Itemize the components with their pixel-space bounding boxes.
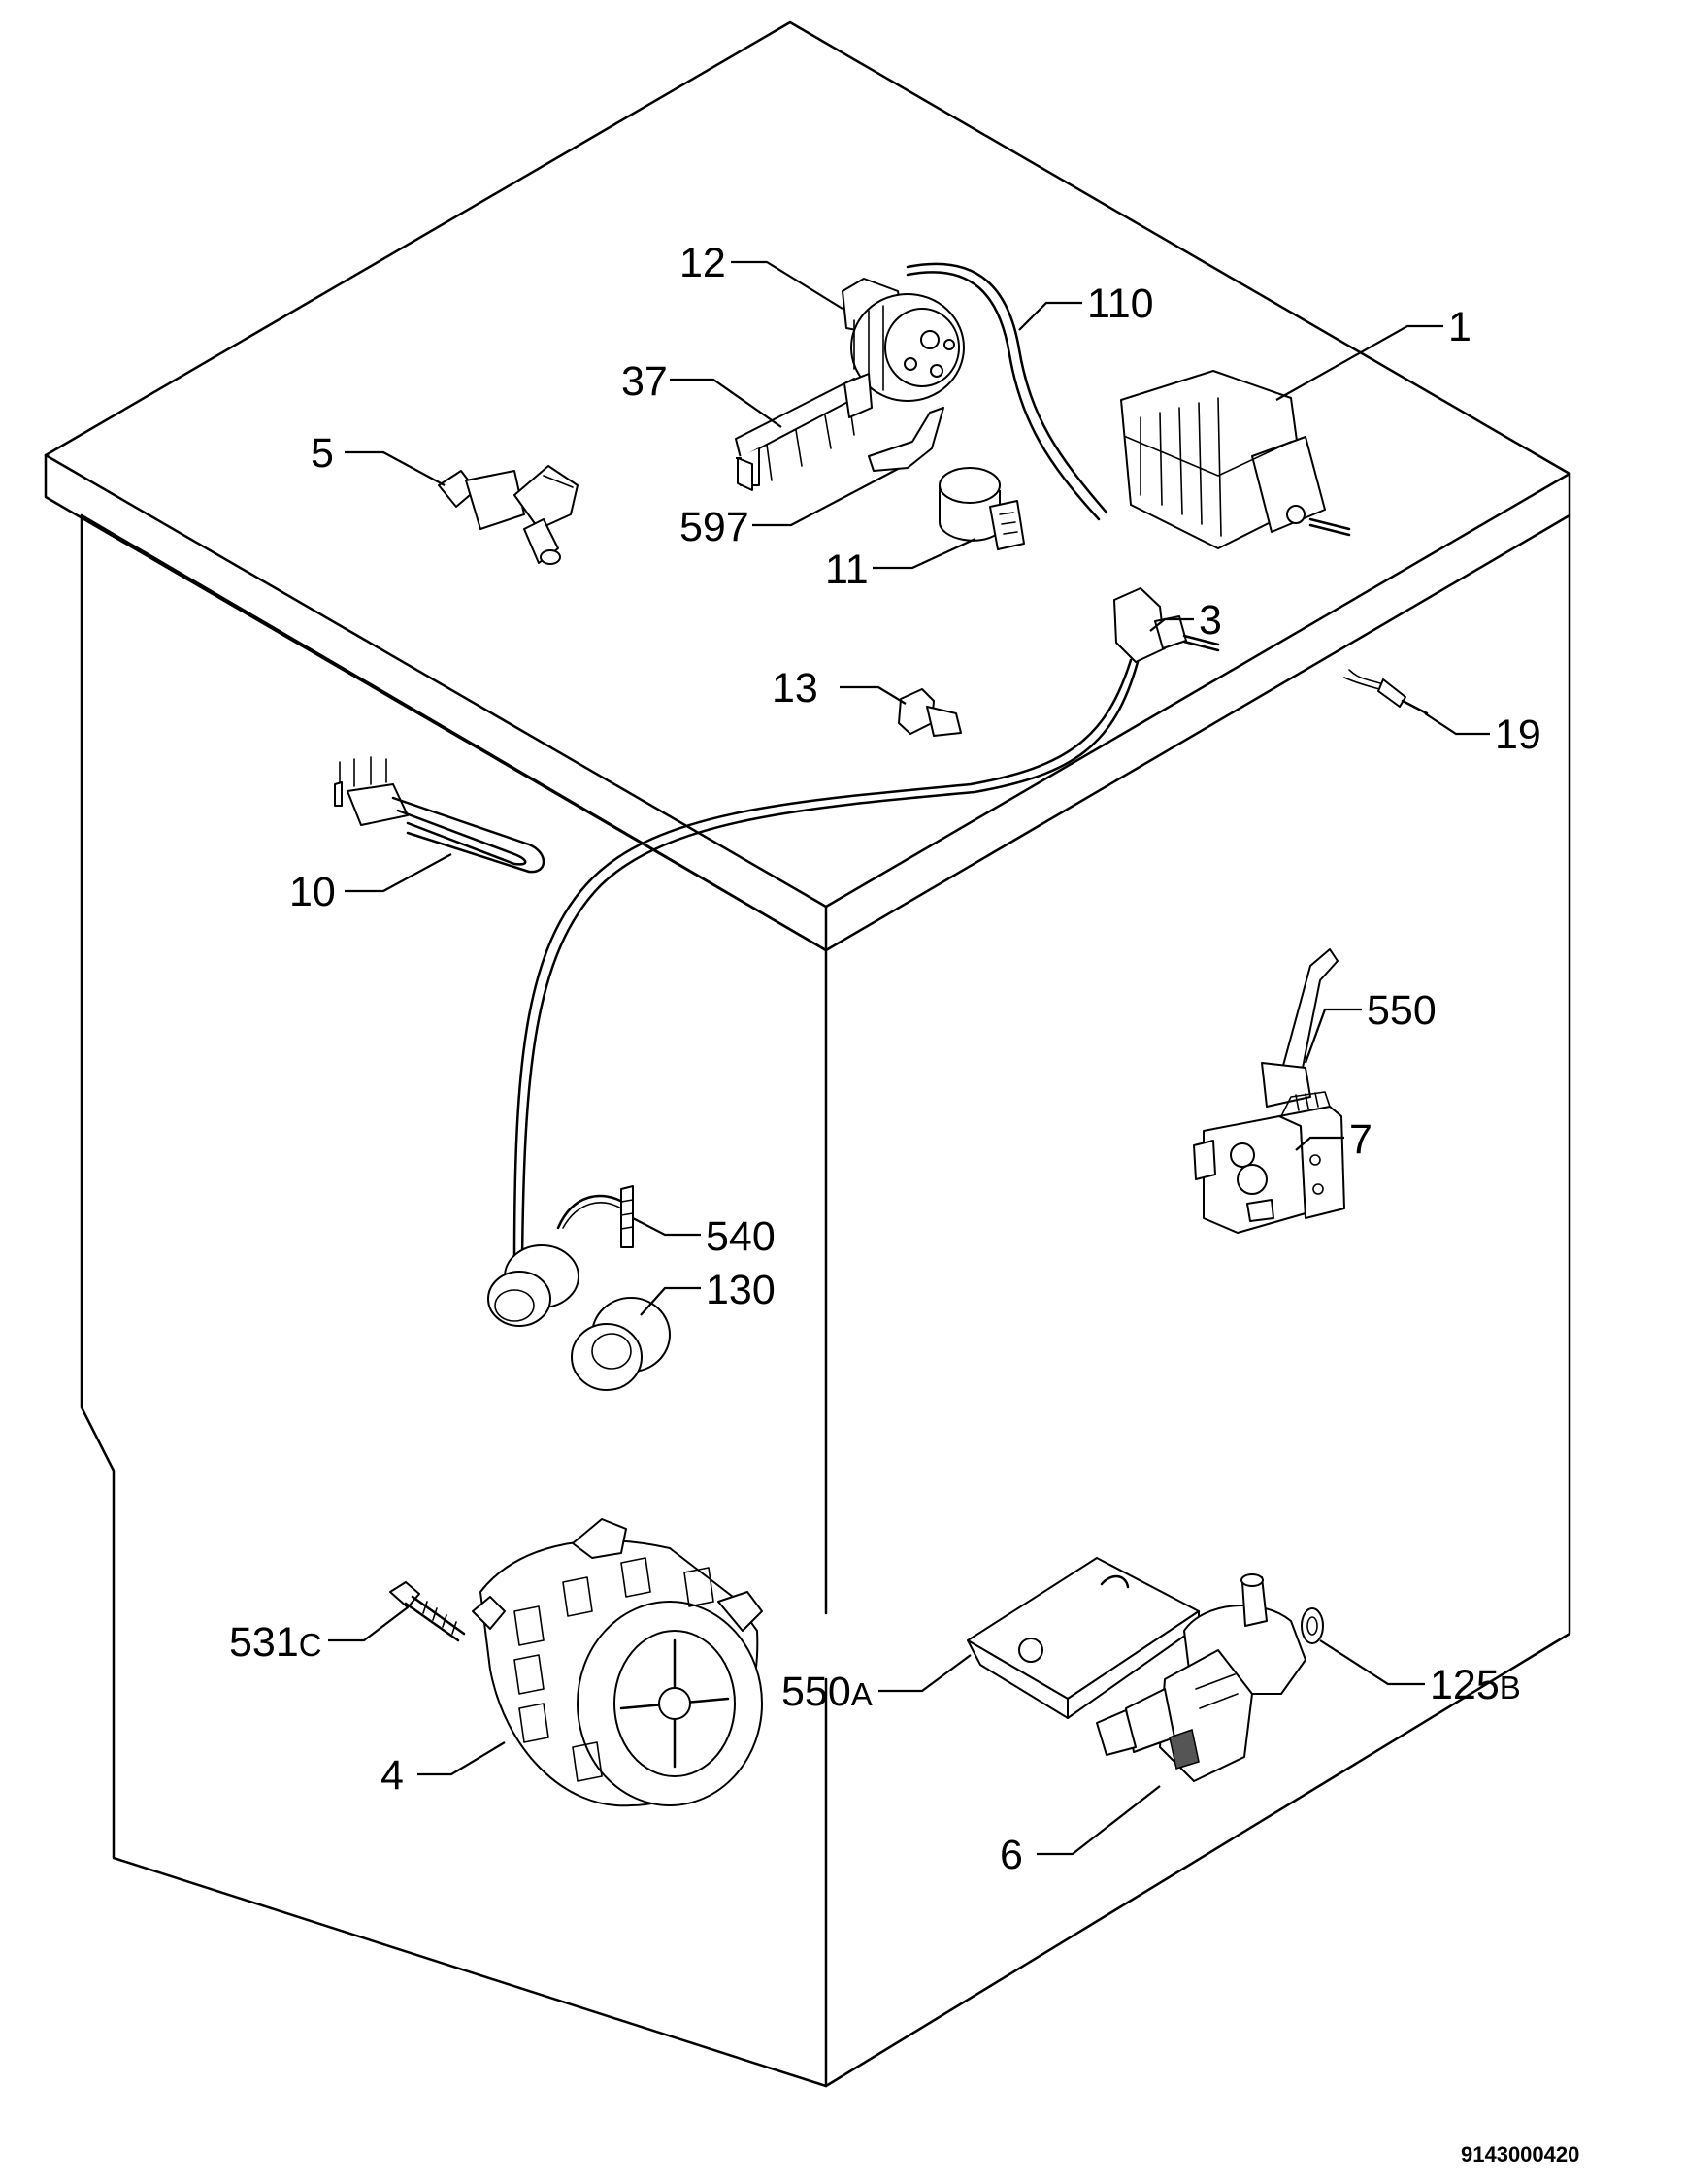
part-labels: 12 110 1 37 5 597 11 3 13 19 10 550 7 54… (229, 240, 1541, 1878)
drain-pump-part (1096, 1573, 1306, 1782)
label-37: 37 (621, 358, 668, 405)
heating-element-part (334, 756, 545, 874)
label-540: 540 (706, 1213, 776, 1260)
lever-part (1261, 948, 1339, 1108)
label-6: 6 (1000, 1832, 1023, 1878)
label-13: 13 (772, 665, 818, 711)
label-130: 130 (706, 1267, 776, 1313)
label-19: 19 (1495, 711, 1541, 758)
cabinet-outline (44, 20, 1571, 2088)
label-125b: 125B (1430, 1662, 1521, 1708)
label-5: 5 (311, 430, 334, 477)
cable-clip-part (556, 1185, 634, 1248)
leader-lines (328, 260, 1490, 1856)
motor-part (472, 1518, 763, 1807)
label-3: 3 (1199, 597, 1222, 644)
gasket-part (1301, 1607, 1324, 1644)
label-7: 7 (1349, 1116, 1372, 1163)
label-597: 597 (679, 504, 749, 550)
programme-selector-part (1120, 370, 1351, 549)
pressure-switch-part (842, 278, 965, 402)
label-1: 1 (1448, 304, 1471, 350)
label-550a: 550A (781, 1669, 873, 1715)
seal-ring-part (571, 1297, 671, 1391)
connector-part (898, 688, 962, 737)
label-12: 12 (679, 240, 726, 286)
cable-grommet (487, 1244, 579, 1327)
pump-cover-part (967, 1557, 1200, 1719)
label-550: 550 (1367, 987, 1437, 1034)
screw-part (389, 1581, 466, 1642)
label-10: 10 (289, 869, 336, 915)
label-4: 4 (380, 1752, 404, 1799)
pressure-hose-part (906, 262, 1108, 521)
clip-part (868, 407, 944, 472)
label-11: 11 (825, 546, 869, 593)
label-531c: 531C (229, 1619, 322, 1666)
switch-cable (512, 658, 1140, 1264)
interference-suppressor-part (939, 467, 1025, 550)
inlet-valve-part (438, 465, 579, 565)
door-lock-part (1193, 1091, 1345, 1234)
temperature-sensor-part (1343, 669, 1429, 715)
door-switch-part (1113, 587, 1220, 663)
terminal-block-part (735, 373, 873, 491)
diagram-code: 9143000420 (1461, 2142, 1579, 2167)
label-110: 110 (1087, 281, 1154, 327)
